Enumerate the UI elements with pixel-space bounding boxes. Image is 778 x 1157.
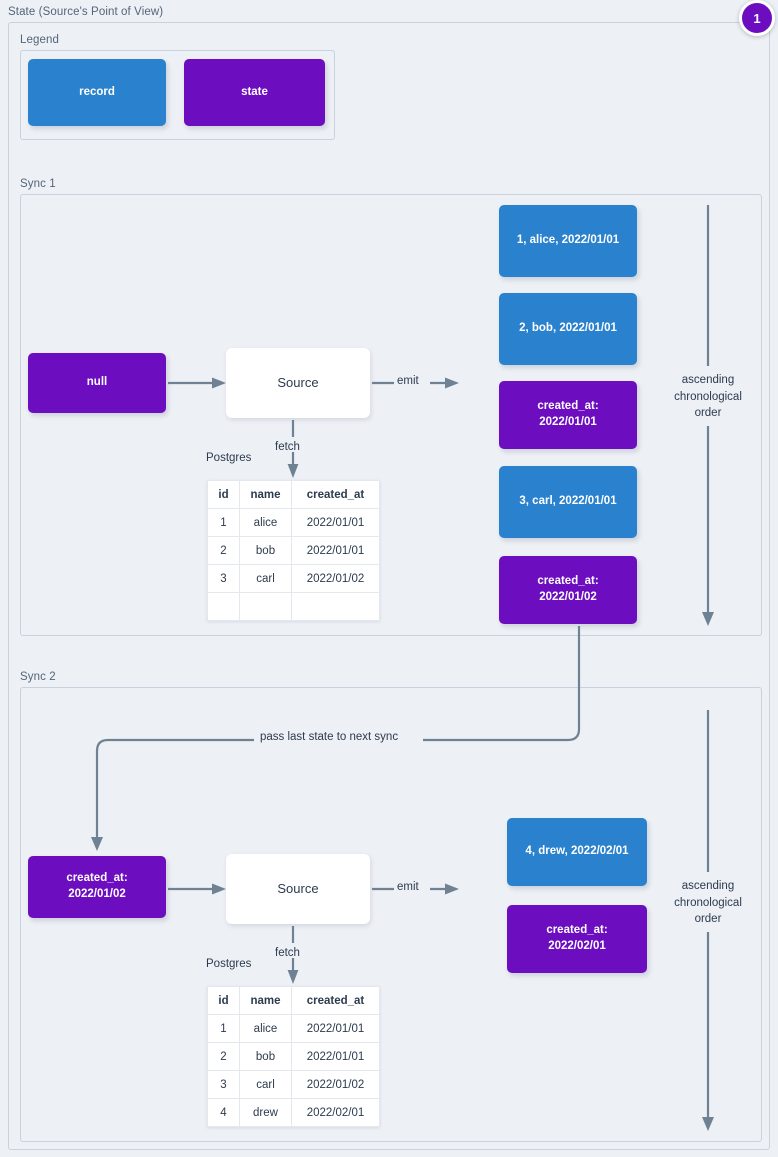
- sync-2-fetch-label: fetch: [275, 947, 300, 959]
- cell-name: carl: [239, 1070, 292, 1099]
- sync-2-order-label: ascending chronological order: [674, 880, 742, 926]
- column-header-id: id: [207, 480, 240, 509]
- sync-2-source-node: Source: [226, 854, 370, 924]
- cell-name: alice: [239, 1014, 292, 1043]
- sync-1-emitted-4-label: created_at: 2022/01/02: [537, 574, 598, 606]
- sync-1-emitted-0-label: 1, alice, 2022/01/01: [516, 234, 620, 247]
- page-title: State (Source's Point of View): [8, 6, 164, 18]
- sync-1-emitted-4-line1: created_at:: [537, 575, 599, 588]
- column-header-id: id: [207, 986, 240, 1015]
- sync-1-postgres-table: id name created_at 1 alice 2022/01/01 2 …: [207, 480, 380, 621]
- table-header-row: id name created_at: [207, 986, 380, 1015]
- sync-2-input-state-line1: created_at:: [66, 872, 128, 885]
- cell-id: [207, 592, 240, 621]
- sync-2-emitted-0-label: 4, drew, 2022/02/01: [525, 845, 629, 858]
- sync-1-order-label: ascending chronological order: [674, 374, 742, 420]
- sync-1-input-state-label: null: [86, 376, 108, 389]
- cell-name: drew: [239, 1098, 292, 1127]
- cell-id: 2: [207, 536, 240, 565]
- sync-1-emitted-4: created_at: 2022/01/02: [499, 556, 637, 624]
- sync-1-emitted-2-line1: created_at:: [537, 400, 599, 413]
- sync-2-source-label: Source: [277, 881, 319, 897]
- sync-1-emit-label: emit: [397, 375, 419, 387]
- cell-id: 4: [207, 1098, 240, 1127]
- cell-name: [239, 592, 292, 621]
- sync-1-emitted-2-label: created_at: 2022/01/01: [537, 399, 598, 431]
- legend-title: Legend: [20, 34, 59, 46]
- sync-2-box: [20, 687, 762, 1142]
- legend-swatch-record: record: [28, 59, 166, 126]
- table-row: 3 carl 2022/01/02: [207, 564, 380, 593]
- sync-2-postgres-table: id name created_at 1 alice 2022/01/01 2 …: [207, 986, 380, 1127]
- sync-1-postgres-label: Postgres: [206, 452, 252, 464]
- sync-2-title: Sync 2: [20, 671, 56, 683]
- legend-label-record: record: [79, 85, 115, 98]
- table-row: [207, 592, 380, 621]
- cell-created-at: 2022/01/01: [291, 1042, 380, 1071]
- table-row: 3 carl 2022/01/02: [207, 1070, 380, 1099]
- pass-state-label: pass last state to next sync: [260, 731, 399, 743]
- cell-id: 2: [207, 1042, 240, 1071]
- step-badge: 1: [739, 0, 775, 36]
- sync-1-emitted-3: 3, carl, 2022/01/01: [499, 466, 637, 538]
- cell-name: alice: [239, 508, 292, 537]
- sync-1-emitted-1: 2, bob, 2022/01/01: [499, 293, 637, 365]
- column-header-created-at: created_at: [291, 480, 380, 509]
- legend-box: [20, 50, 335, 140]
- sync-1-emitted-2: created_at: 2022/01/01: [499, 381, 637, 449]
- sync-2-emitted-1-line2: 2022/02/01: [548, 940, 606, 952]
- sync-2-emitted-1: created_at: 2022/02/01: [507, 905, 647, 973]
- cell-created-at: 2022/02/01: [291, 1098, 380, 1127]
- sync-1-source-label: Source: [277, 375, 319, 391]
- cell-created-at: 2022/01/01: [291, 508, 380, 537]
- sync-2-emitted-1-label: created_at: 2022/02/01: [546, 923, 607, 955]
- sync-2-input-state-label: created_at: 2022/01/02: [66, 871, 127, 903]
- cell-id: 1: [207, 508, 240, 537]
- column-header-created-at: created_at: [291, 986, 380, 1015]
- table-header-row: id name created_at: [207, 480, 380, 509]
- cell-created-at: 2022/01/01: [291, 536, 380, 565]
- sync-1-source-node: Source: [226, 348, 370, 418]
- sync-1-input-state: null: [28, 353, 166, 413]
- table-row: 1 alice 2022/01/01: [207, 508, 380, 537]
- sync-1-emitted-1-label: 2, bob, 2022/01/01: [519, 322, 617, 335]
- cell-name: carl: [239, 564, 292, 593]
- sync-2-emitted-1-line1: created_at:: [546, 924, 608, 937]
- cell-created-at: [291, 592, 380, 621]
- sync-1-title: Sync 1: [20, 178, 56, 190]
- sync-1-emitted-3-label: 3, carl, 2022/01/01: [519, 495, 617, 508]
- sync-1-fetch-label: fetch: [275, 441, 300, 453]
- cell-created-at: 2022/01/01: [291, 1014, 380, 1043]
- cell-name: bob: [239, 1042, 292, 1071]
- cell-id: 1: [207, 1014, 240, 1043]
- sync-1-emitted-0: 1, alice, 2022/01/01: [499, 205, 637, 277]
- state-group-box: [8, 22, 770, 1150]
- sync-2-input-state: created_at: 2022/01/02: [28, 856, 166, 918]
- sync-2-postgres-label: Postgres: [206, 958, 252, 970]
- table-row: 4 drew 2022/02/01: [207, 1098, 380, 1127]
- sync-1-box: [20, 194, 762, 636]
- cell-name: bob: [239, 536, 292, 565]
- table-row: 2 bob 2022/01/01: [207, 1042, 380, 1071]
- column-header-name: name: [239, 986, 292, 1015]
- cell-created-at: 2022/01/02: [291, 564, 380, 593]
- sync-2-emit-label: emit: [397, 881, 419, 893]
- legend-label-state: state: [241, 85, 268, 98]
- cell-id: 3: [207, 1070, 240, 1099]
- sync-2-input-state-line2: 2022/01/02: [68, 888, 126, 900]
- cell-created-at: 2022/01/02: [291, 1070, 380, 1099]
- legend-swatch-state: state: [184, 59, 325, 126]
- sync-1-emitted-2-line2: 2022/01/01: [539, 416, 597, 428]
- table-row: 1 alice 2022/01/01: [207, 1014, 380, 1043]
- column-header-name: name: [239, 480, 292, 509]
- sync-2-emitted-0: 4, drew, 2022/02/01: [507, 818, 647, 886]
- cell-id: 3: [207, 564, 240, 593]
- sync-1-emitted-4-line2: 2022/01/02: [539, 591, 597, 603]
- table-row: 2 bob 2022/01/01: [207, 536, 380, 565]
